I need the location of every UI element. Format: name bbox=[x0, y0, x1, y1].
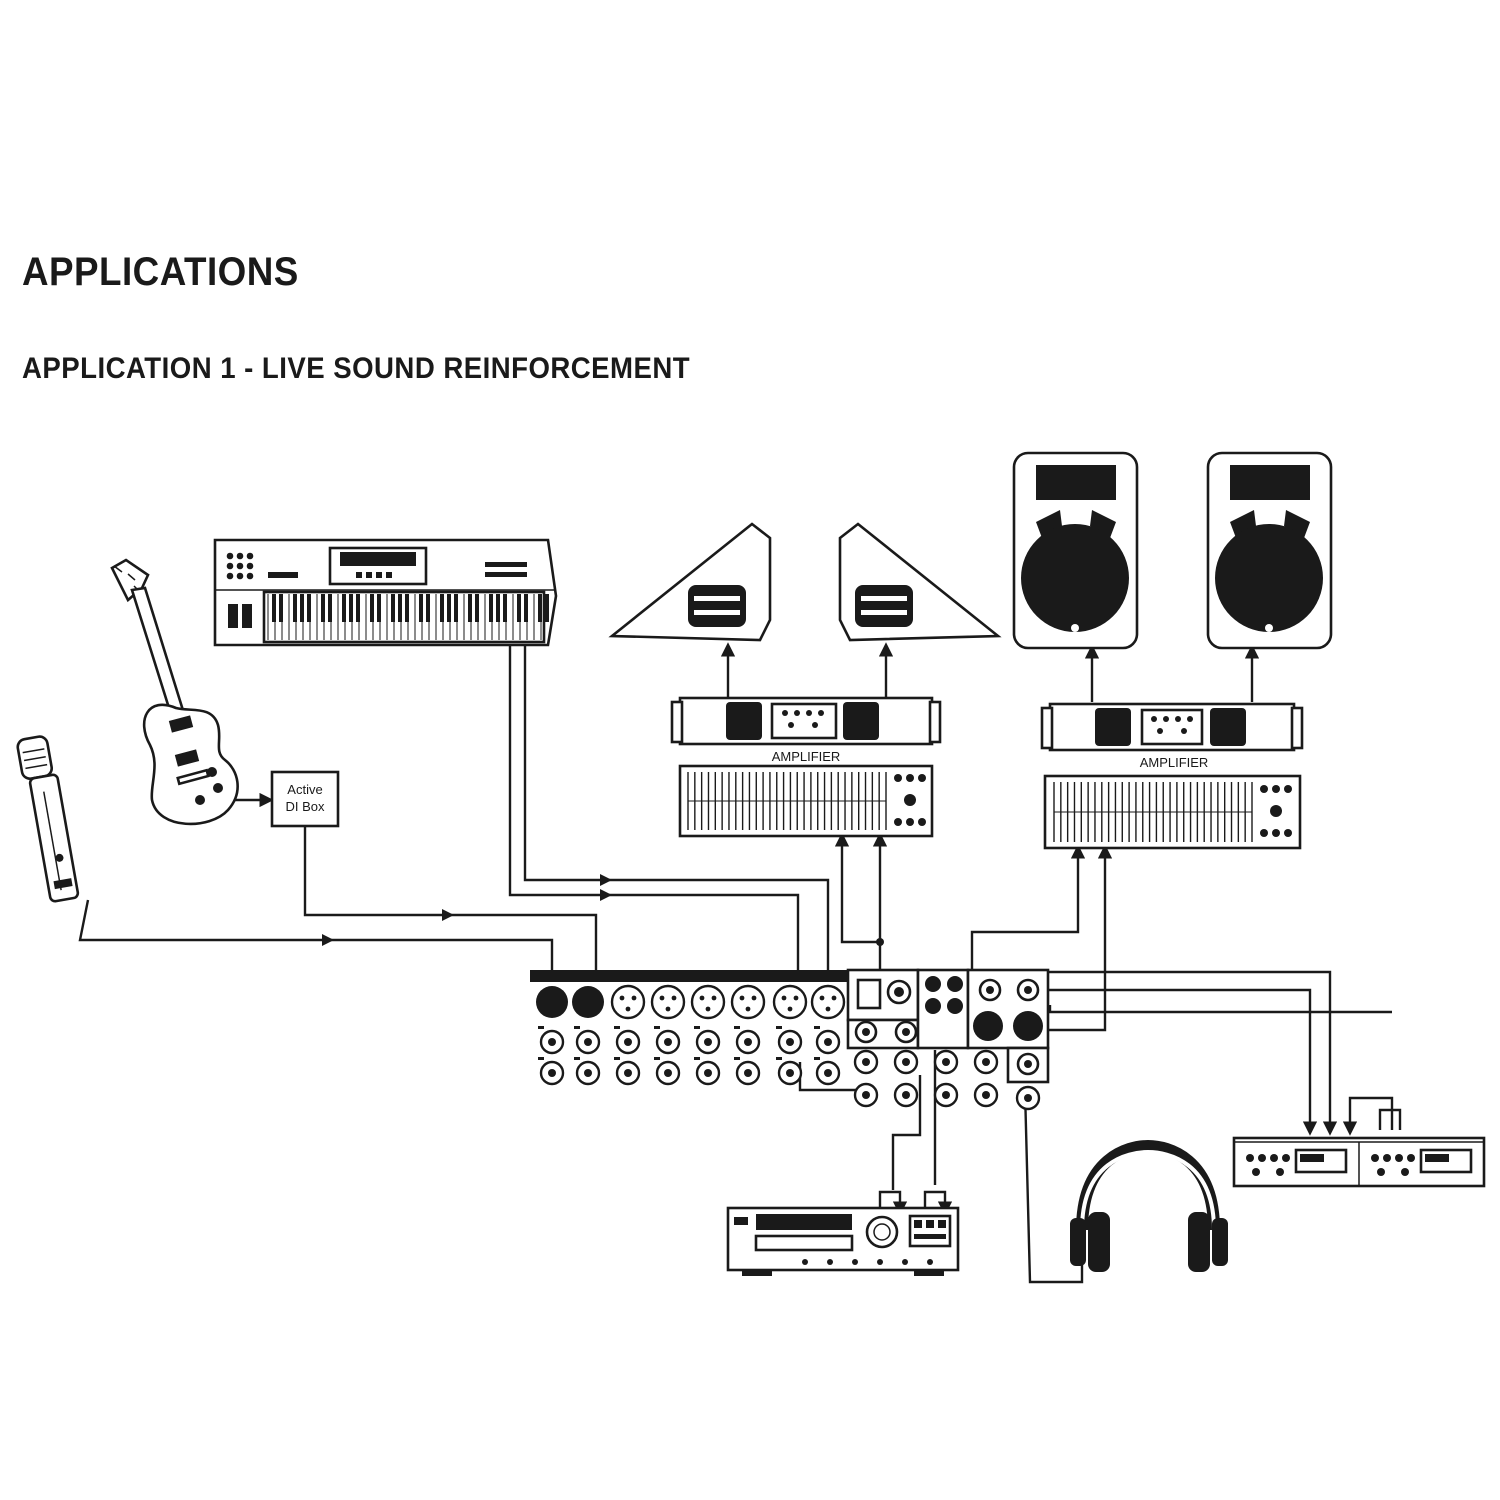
power-amplifier-icon: AMPLIFIER bbox=[670, 696, 942, 764]
keyboard-synth-icon bbox=[213, 538, 558, 647]
effects-processor-icon bbox=[1232, 1136, 1486, 1188]
cd-cable-1 bbox=[891, 1075, 922, 1190]
mixer-channel bbox=[690, 984, 726, 1086]
fx-return-3 bbox=[1378, 1108, 1402, 1130]
keyboard-cable-left bbox=[508, 645, 800, 972]
amplifier-left-label: AMPLIFIER bbox=[772, 749, 841, 764]
keyboard-cable-right bbox=[523, 645, 830, 972]
mixer-channel bbox=[772, 984, 808, 1086]
monitor-send-1 bbox=[834, 832, 882, 972]
headphones-icon bbox=[1070, 1139, 1228, 1272]
pa-speaker-icon bbox=[1206, 451, 1333, 650]
mixer-channel bbox=[650, 984, 686, 1086]
di-box-label-line1: Active bbox=[287, 782, 322, 797]
headphone-cable bbox=[1023, 1089, 1084, 1284]
keyboard-arrow-right bbox=[600, 874, 612, 886]
cd-connector-left bbox=[878, 1190, 908, 1216]
stage-monitor-wedge-icon bbox=[838, 522, 1002, 642]
mixer-channel bbox=[536, 986, 568, 1086]
amplifier-right-label: AMPLIFIER bbox=[1140, 755, 1209, 770]
pa-speaker-icon bbox=[1012, 451, 1139, 650]
di-cable-arrow bbox=[442, 909, 454, 921]
active-di-box: Active DI Box bbox=[270, 770, 340, 828]
mixer-channel bbox=[730, 984, 766, 1086]
fx-return-1 bbox=[1048, 1005, 1392, 1014]
page-title: APPLICATIONS bbox=[22, 250, 299, 294]
keyboard-arrow-left bbox=[600, 889, 612, 901]
mixer-icon bbox=[530, 968, 1050, 1111]
microphone-icon bbox=[16, 735, 80, 903]
electric-guitar-icon bbox=[110, 558, 239, 826]
graphic-equalizer-icon bbox=[1043, 774, 1302, 850]
mixer-channel bbox=[810, 984, 846, 1086]
stage-monitor-wedge-icon bbox=[608, 522, 772, 642]
mic-cable-arrow bbox=[322, 934, 334, 946]
main-out-left bbox=[970, 844, 1086, 972]
mixer-channel bbox=[610, 984, 646, 1086]
di-box-label-line2: DI Box bbox=[285, 799, 325, 814]
page-subtitle: APPLICATION 1 - LIVE SOUND REINFORCEMENT bbox=[22, 352, 691, 385]
cd-player-icon bbox=[726, 1206, 960, 1276]
main-out-right bbox=[1040, 844, 1113, 1032]
cd-connector-right bbox=[923, 1190, 953, 1216]
mic-cable bbox=[78, 899, 554, 972]
fx-return-2 bbox=[1342, 1096, 1394, 1136]
fx-send-2 bbox=[1030, 988, 1318, 1136]
power-amplifier-icon: AMPLIFIER bbox=[1040, 702, 1304, 770]
graphic-equalizer-icon bbox=[678, 764, 934, 838]
mixer-channel bbox=[572, 986, 604, 1086]
